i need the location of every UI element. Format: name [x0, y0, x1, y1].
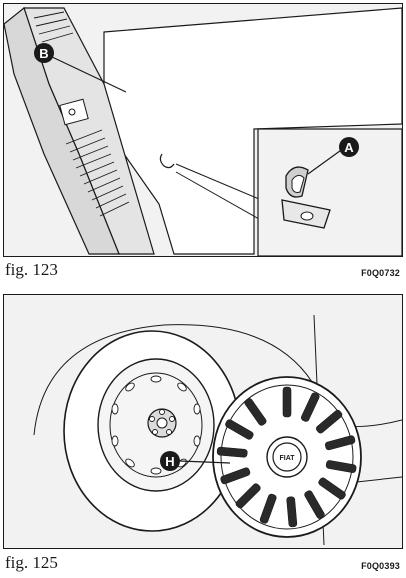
callout-h-leader: [179, 460, 231, 464]
rim-slots: [111, 375, 201, 475]
fiat-logo: [272, 442, 302, 472]
callout-b: B: [34, 43, 54, 63]
sill-ridges: [33, 11, 130, 217]
sill-edge: [4, 6, 120, 255]
hubcap-vents: [216, 386, 357, 528]
detail-leader-top: [175, 163, 260, 200]
hubcap: FIAT: [212, 376, 362, 538]
detail-leader-bottom: [175, 171, 260, 220]
trunk-floor-drawing: B A: [4, 6, 402, 256]
hook-detail: [281, 166, 331, 229]
latch-plate: [59, 98, 89, 126]
figure-125-code: F0Q0393: [361, 561, 400, 571]
figure-123-illustration: B A: [3, 3, 403, 257]
figure-125-illustration: FIAT H: [3, 294, 403, 549]
figure-125-caption: fig. 125: [5, 553, 58, 572]
wheel-hubcap-drawing: FIAT H: [33, 314, 402, 546]
wheel-bolts: [149, 409, 175, 435]
rim-inner-ring: [109, 372, 203, 478]
callout-a: A: [339, 137, 359, 157]
hub-center: [156, 417, 168, 429]
callout-h: H: [160, 451, 180, 471]
hook-small: [159, 153, 175, 169]
svg-text:H: H: [165, 454, 174, 469]
svg-text:A: A: [344, 140, 354, 155]
svg-text:B: B: [39, 46, 48, 61]
callout-b-leader: [49, 55, 127, 93]
figure-123-caption: fig. 123: [5, 260, 58, 279]
svg-text:FIAT: FIAT: [279, 455, 295, 462]
detail-inset: [257, 128, 402, 256]
callout-a-leader: [307, 147, 345, 175]
figure-123-code: F0Q0732: [361, 268, 400, 278]
latch-hole: [68, 108, 76, 116]
